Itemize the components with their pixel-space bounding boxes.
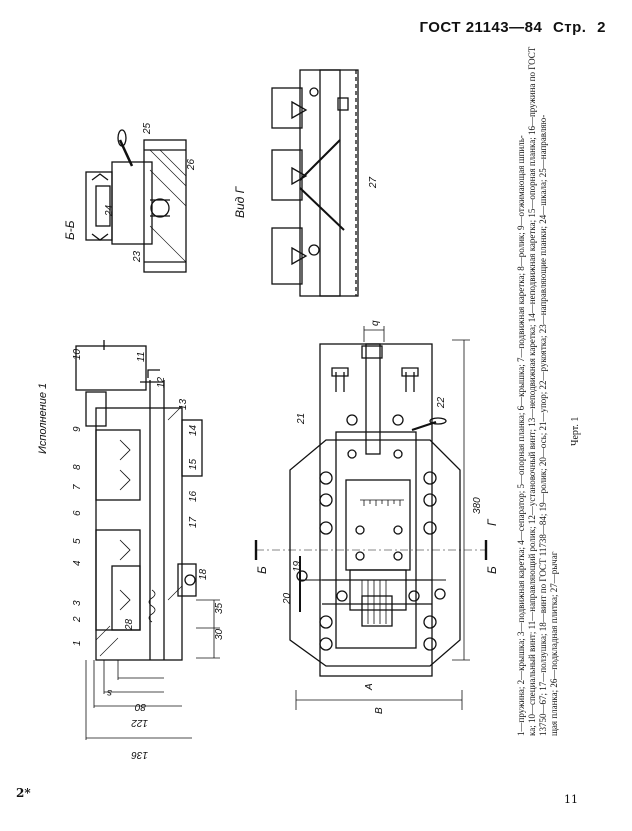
dim-122: 122 — [131, 717, 148, 728]
caption-line-2: ка; 10—специальный винт; 11—направляющий… — [527, 46, 537, 736]
plan-view-drawing — [254, 326, 488, 710]
footer-page-number: 11 — [564, 793, 578, 806]
figure-label: Черт. 1 — [570, 417, 581, 446]
dim-a: А — [364, 683, 375, 691]
plan-callouts: 19 20 21 22 — [282, 396, 447, 605]
section-bb-drawing — [85, 129, 187, 273]
section-mark-b-left: Б — [255, 566, 269, 574]
dim-35: 35 — [214, 602, 225, 614]
caption-line-3: 13750—67; 17—ползушка; 18—винт по ГОСТ 1… — [538, 115, 548, 736]
section-callouts: 23 24 25 26 27 — [104, 122, 379, 263]
callout-4: 4 — [72, 560, 83, 566]
callout-7: 7 — [72, 484, 83, 490]
callout-26: 26 — [186, 158, 197, 171]
callout-16: 16 — [188, 490, 199, 502]
callout-15: 15 — [188, 458, 199, 470]
section-mark-g: Г — [485, 518, 499, 526]
figure-titles: Исполнение 1 Б-Б Вид Г — [37, 185, 247, 454]
page-number: 2 — [597, 19, 606, 36]
callout-3: 3 — [72, 600, 83, 606]
dim-q: q — [370, 320, 381, 326]
callout-9: 9 — [72, 426, 83, 432]
callout-23: 23 — [132, 250, 143, 263]
dim-380: 380 — [472, 497, 483, 514]
callout-22: 22 — [436, 396, 447, 409]
callout-8: 8 — [72, 464, 83, 470]
callout-13: 13 — [178, 398, 189, 410]
page-label: Стр. — [552, 19, 587, 36]
footer-signature-mark: 2* — [16, 786, 31, 800]
page-header: ГОСТ 21143—84 Стр. 2 — [413, 19, 606, 36]
callout-5: 5 — [72, 538, 83, 544]
caption-line-1: 1—пружина; 2—крышка; 3—подвижная каретка… — [516, 135, 526, 736]
main-section-drawing — [75, 340, 220, 740]
caption-line-4: щая планка; 26—подкладная плитка; 27—рыч… — [549, 551, 559, 736]
callout-6: 6 — [72, 510, 83, 516]
callout-20: 20 — [282, 592, 293, 605]
callout-10: 10 — [72, 348, 83, 360]
callout-24: 24 — [104, 204, 115, 217]
view-g-drawing — [271, 69, 359, 297]
callout-17: 17 — [188, 516, 199, 528]
dim-30: 30 — [214, 628, 225, 640]
figure-caption: 1—пружина; 2—крышка; 3—подвижная каретка… — [516, 46, 581, 736]
callout-18: 18 — [198, 568, 209, 580]
section-marks: Б Б Г — [255, 518, 499, 574]
callout-21: 21 — [296, 413, 307, 425]
callout-12: 12 — [156, 376, 167, 388]
dim-28: 28 — [124, 618, 135, 631]
view-title: Вид Г — [233, 185, 247, 218]
callout-25: 25 — [142, 122, 153, 135]
main-callouts: 1 2 3 4 5 6 7 8 9 10 11 12 13 14 15 16 1… — [72, 348, 209, 646]
callout-1: 1 — [72, 640, 83, 646]
section-title: Б-Б — [63, 220, 77, 240]
callout-19: 19 — [292, 560, 303, 572]
callout-27: 27 — [368, 176, 379, 189]
dim-80: 80 — [134, 701, 146, 712]
variant-title: Исполнение 1 — [37, 383, 49, 454]
dimension-labels: 136 122 80 s 28 30 35 380 В А q — [107, 320, 483, 760]
standard-number: ГОСТ 21143—84 — [419, 19, 543, 36]
callout-11: 11 — [136, 352, 147, 362]
callout-14: 14 — [188, 424, 199, 436]
dim-b: В — [374, 707, 385, 714]
section-mark-b-right: Б — [485, 566, 499, 574]
callout-2: 2 — [72, 616, 83, 623]
dim-s: s — [107, 687, 112, 698]
dim-136: 136 — [131, 749, 148, 760]
